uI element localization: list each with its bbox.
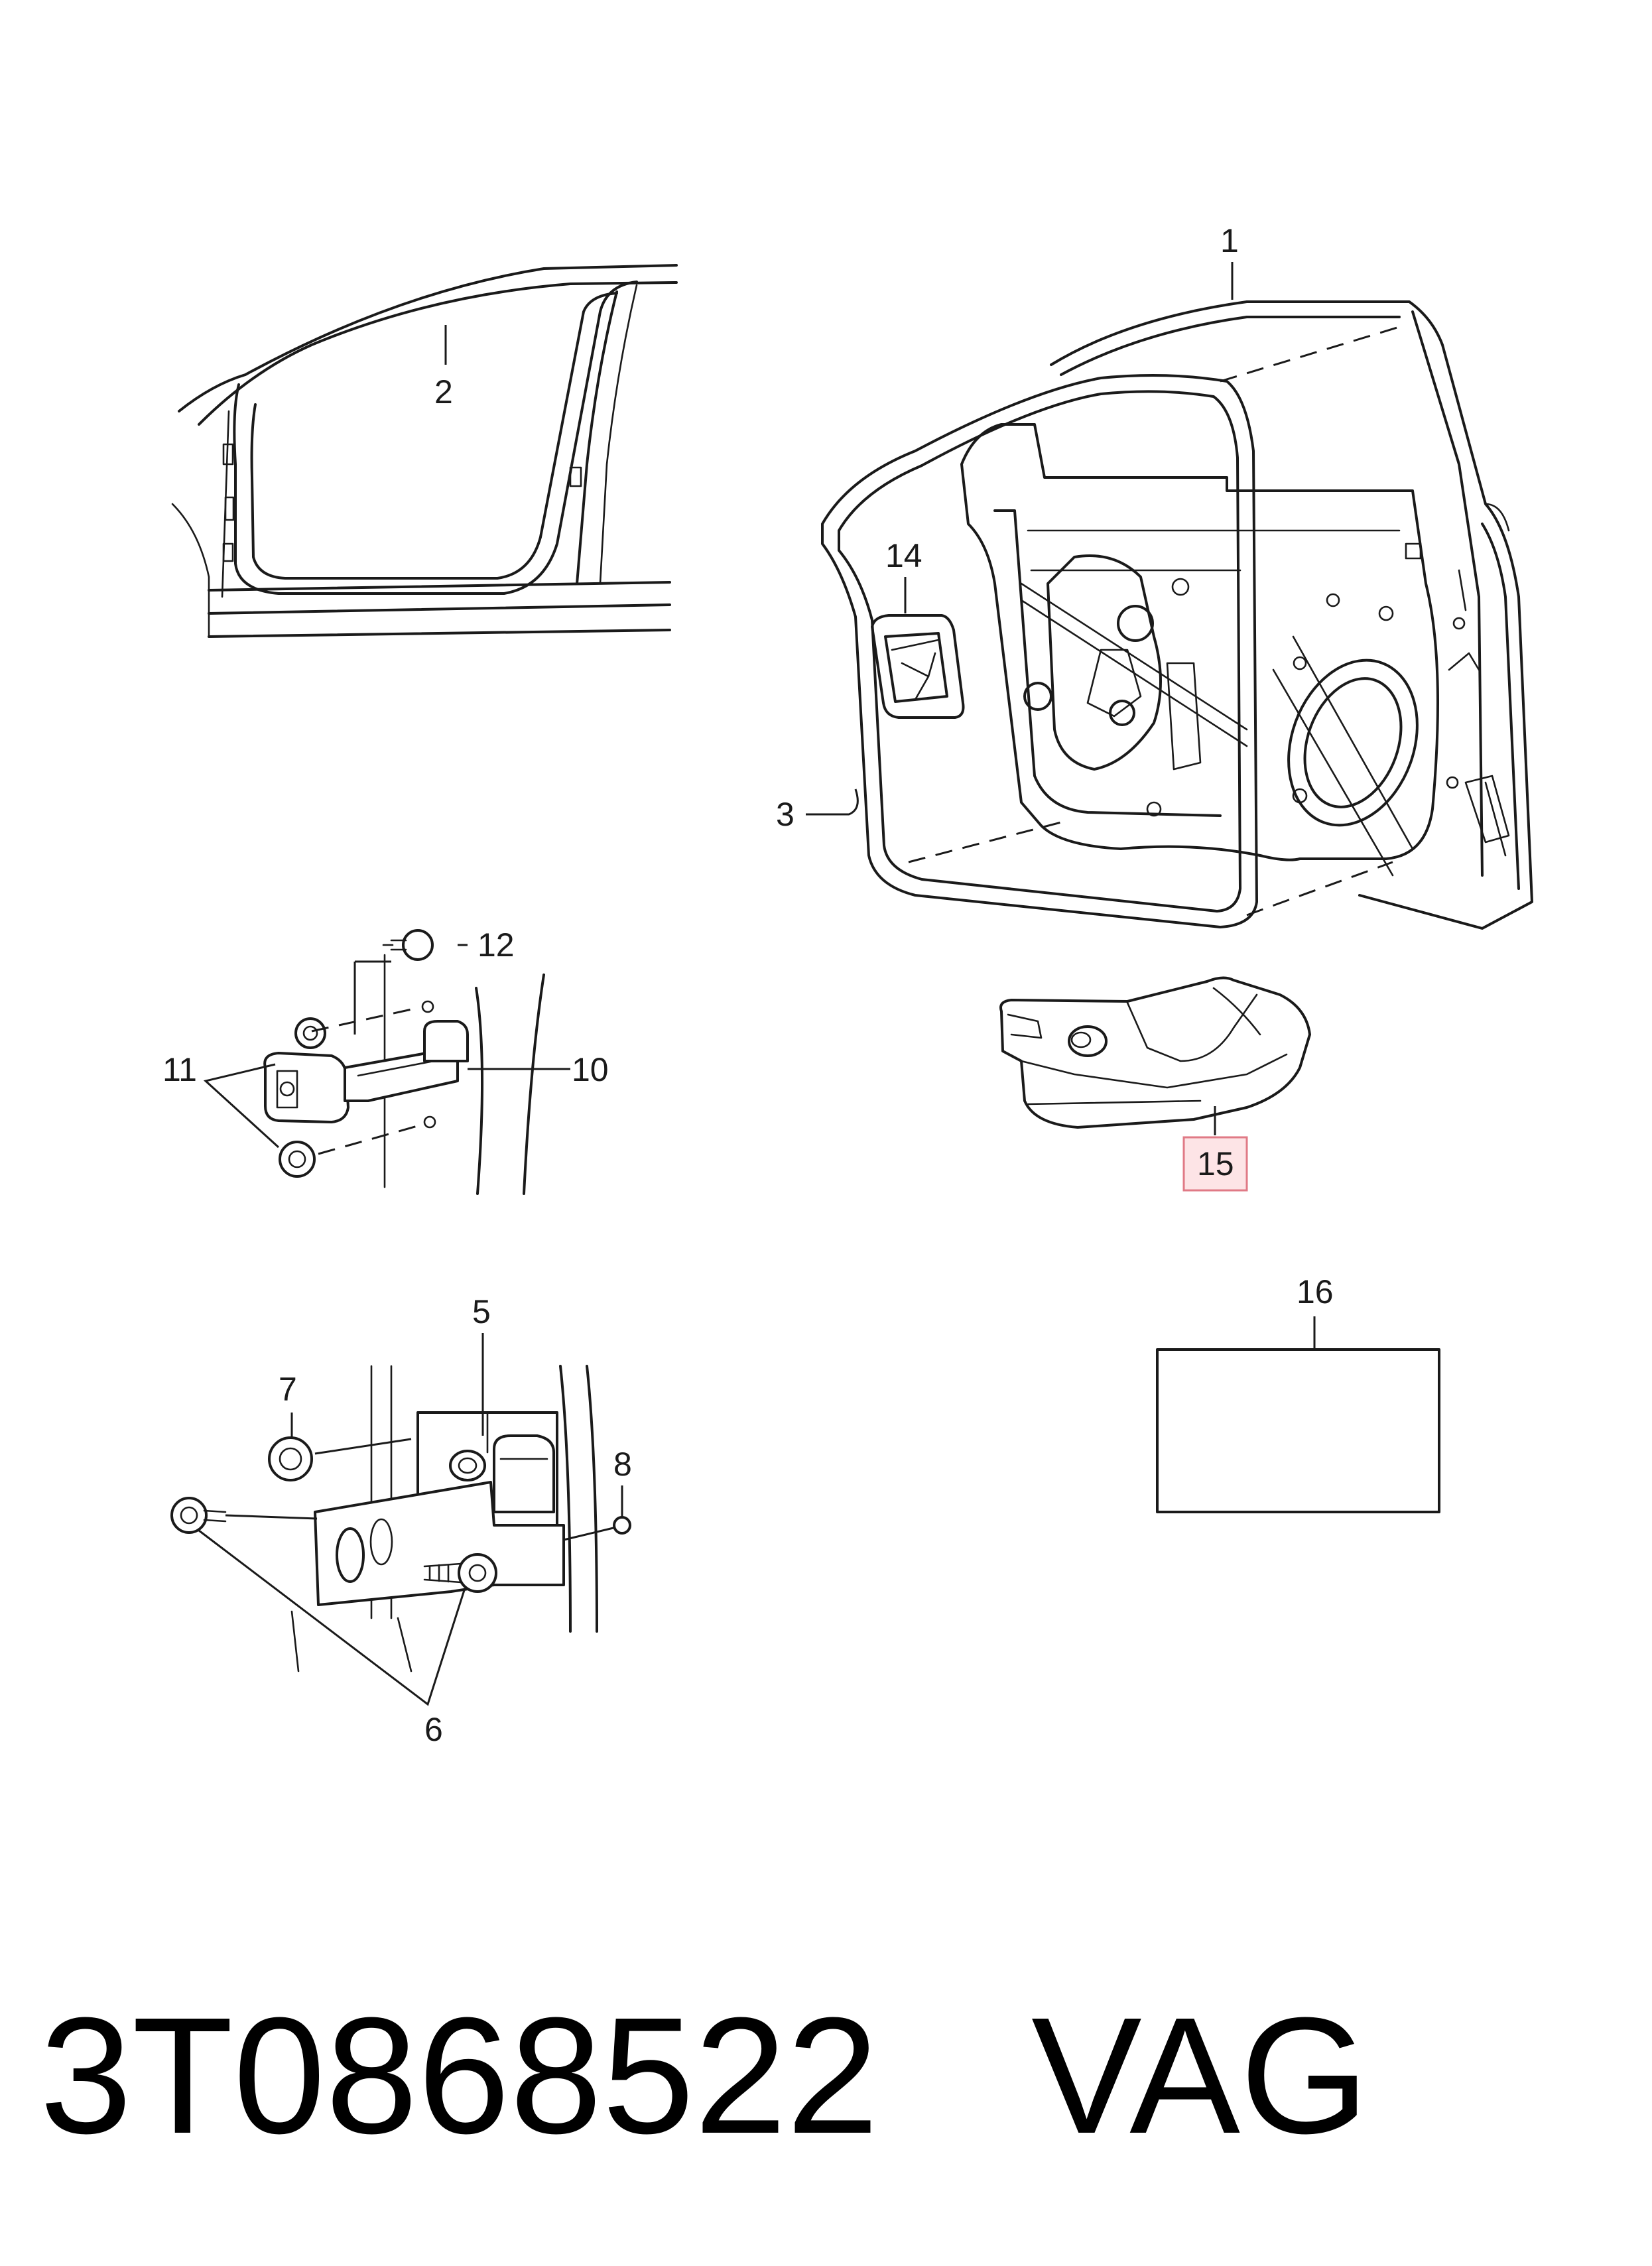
callout-12: 12 xyxy=(477,926,515,964)
part-number: 3T0868522 xyxy=(40,1983,879,2168)
brand-name: VAG xyxy=(1031,1983,1369,2168)
front-door-assembly xyxy=(806,262,1533,930)
callout-11: 11 xyxy=(162,1051,197,1088)
grommet-part-14 xyxy=(871,577,965,719)
callout-15: 15 xyxy=(1197,1145,1234,1182)
callout-14: 14 xyxy=(885,537,922,574)
highlight-box-15 xyxy=(1182,1136,1248,1192)
bracket-part-15 xyxy=(999,976,1311,1135)
callout-7: 7 xyxy=(279,1371,297,1408)
callout-1: 1 xyxy=(1220,222,1239,259)
callout-3: 3 xyxy=(776,796,794,833)
callout-10: 10 xyxy=(572,1051,609,1088)
callout-6: 6 xyxy=(424,1711,443,1748)
body-side-panel xyxy=(171,264,678,638)
callout-16: 16 xyxy=(1297,1273,1334,1310)
door-check-strap-group xyxy=(203,929,570,1195)
label-part-16 xyxy=(1156,1316,1440,1513)
footer-caption: 3T0868522 VAG xyxy=(40,1980,1631,2172)
door-hinge-group xyxy=(170,1333,631,1706)
callout-8: 8 xyxy=(613,1446,632,1483)
callout-2: 2 xyxy=(434,373,453,410)
callout-5: 5 xyxy=(472,1293,491,1330)
